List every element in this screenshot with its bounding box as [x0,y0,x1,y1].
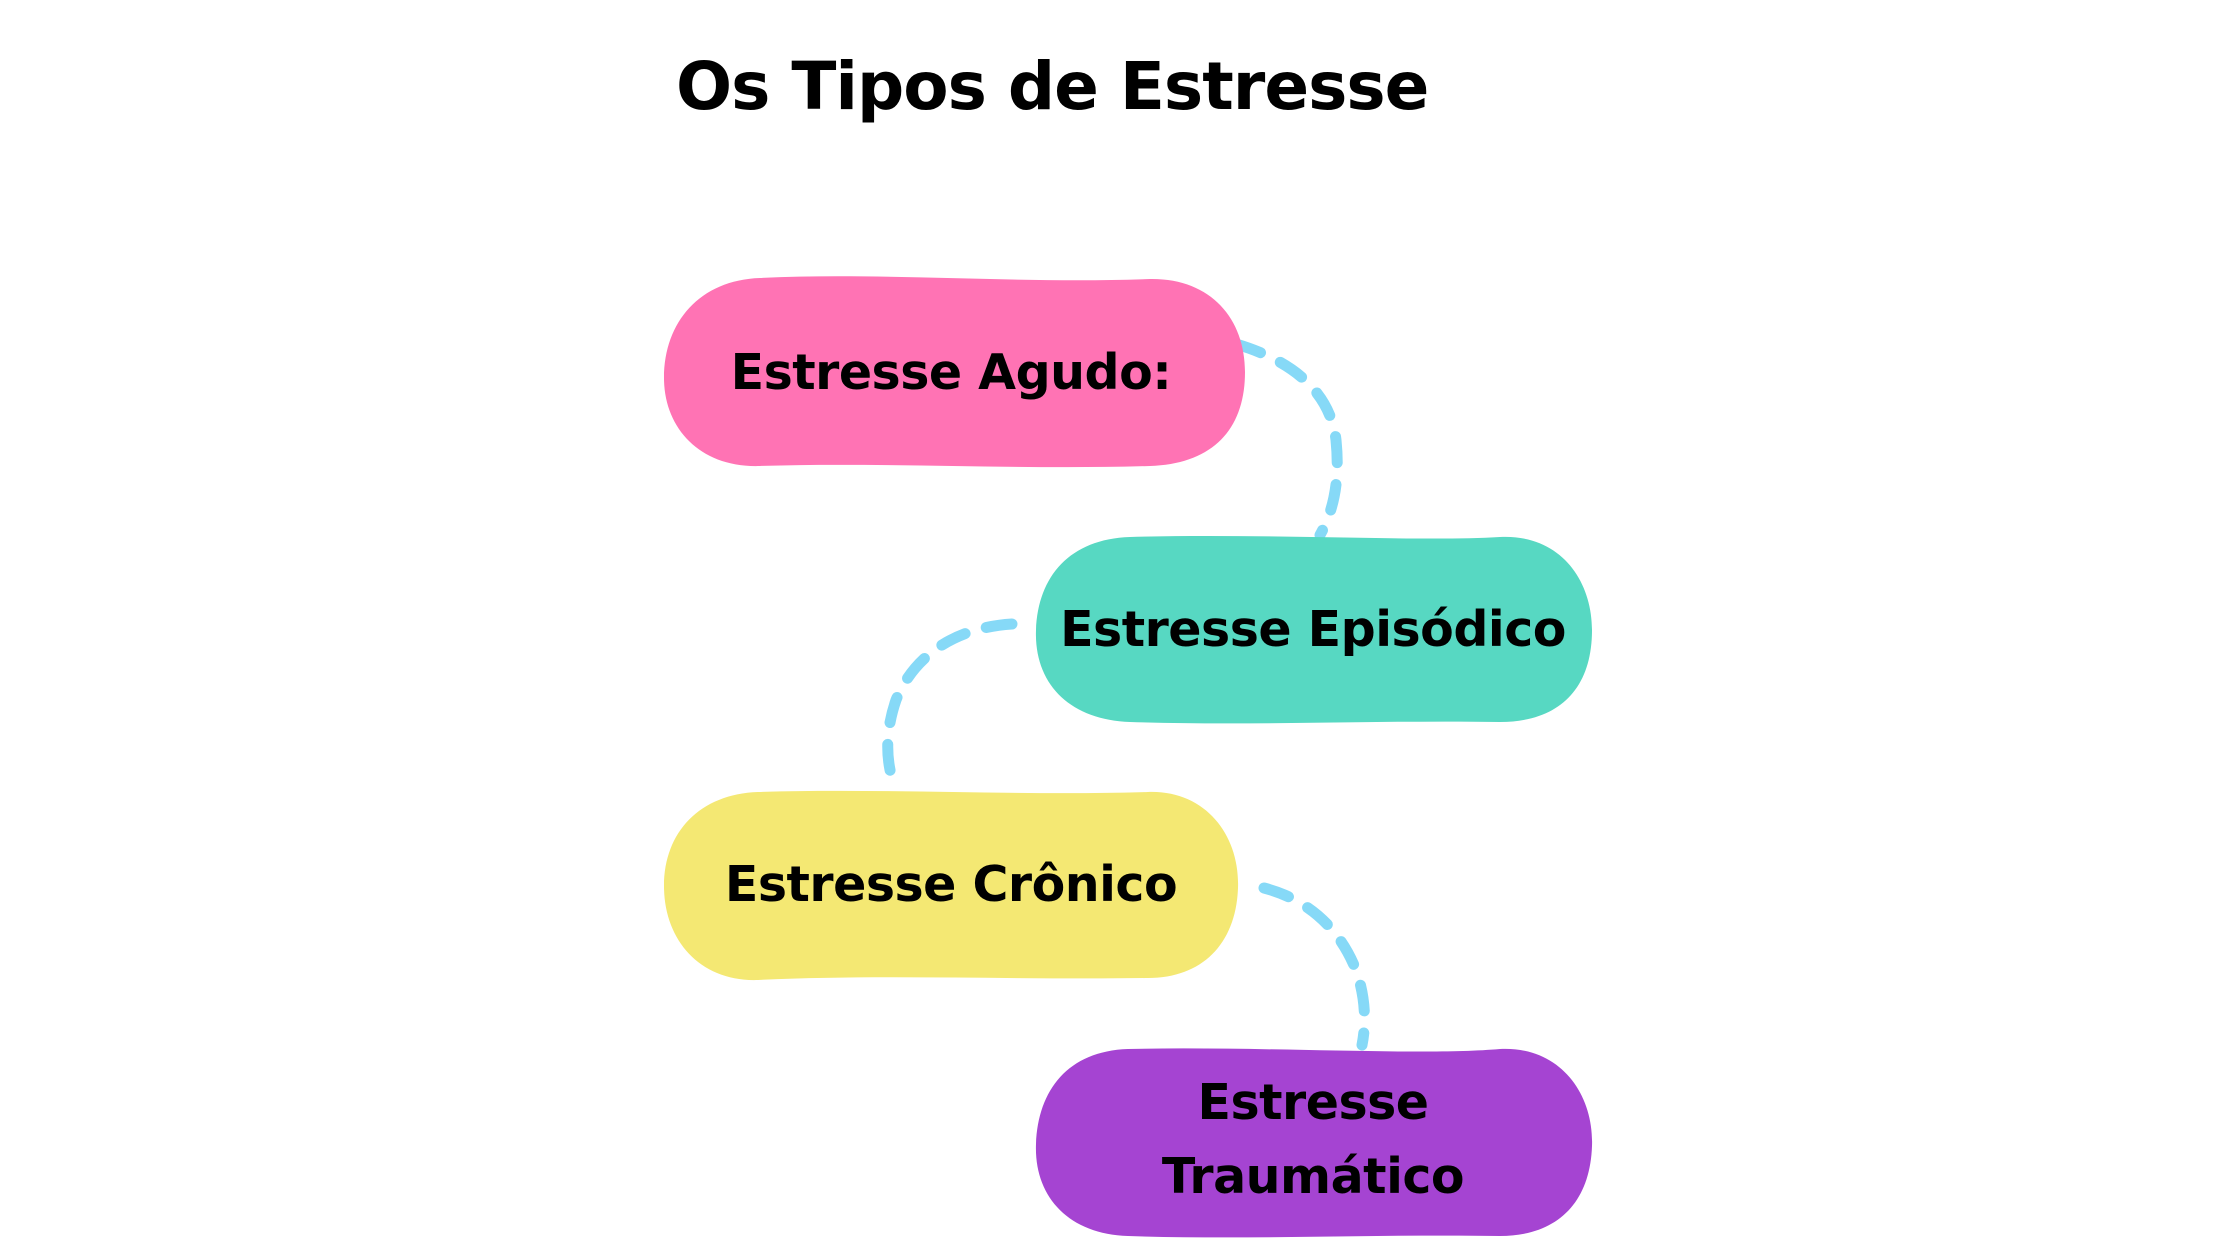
node-traumatico-shape [1035,1048,1593,1238]
node-episodico-label: Estresse Episódico [1034,535,1592,725]
node-cronico-shape [664,790,1239,981]
node-agudo-label: Estresse Agudo: [662,278,1240,468]
page-title: Os Tipos de Estresse [676,48,1429,125]
node-cronico-label: Estresse Crônico [662,790,1240,980]
node-traumatico-text: Estresse Traumático [1161,1074,1465,1205]
node-traumatico-label: Estresse Traumático [1034,1045,1592,1235]
node-agudo-text: Estresse Agudo: [730,344,1172,401]
node-cronico-text: Estresse Crônico [724,856,1178,913]
node-agudo-shape [664,276,1245,468]
node-episodico-shape [1035,535,1592,724]
node-episodico-text: Estresse Episódico [1060,601,1566,658]
